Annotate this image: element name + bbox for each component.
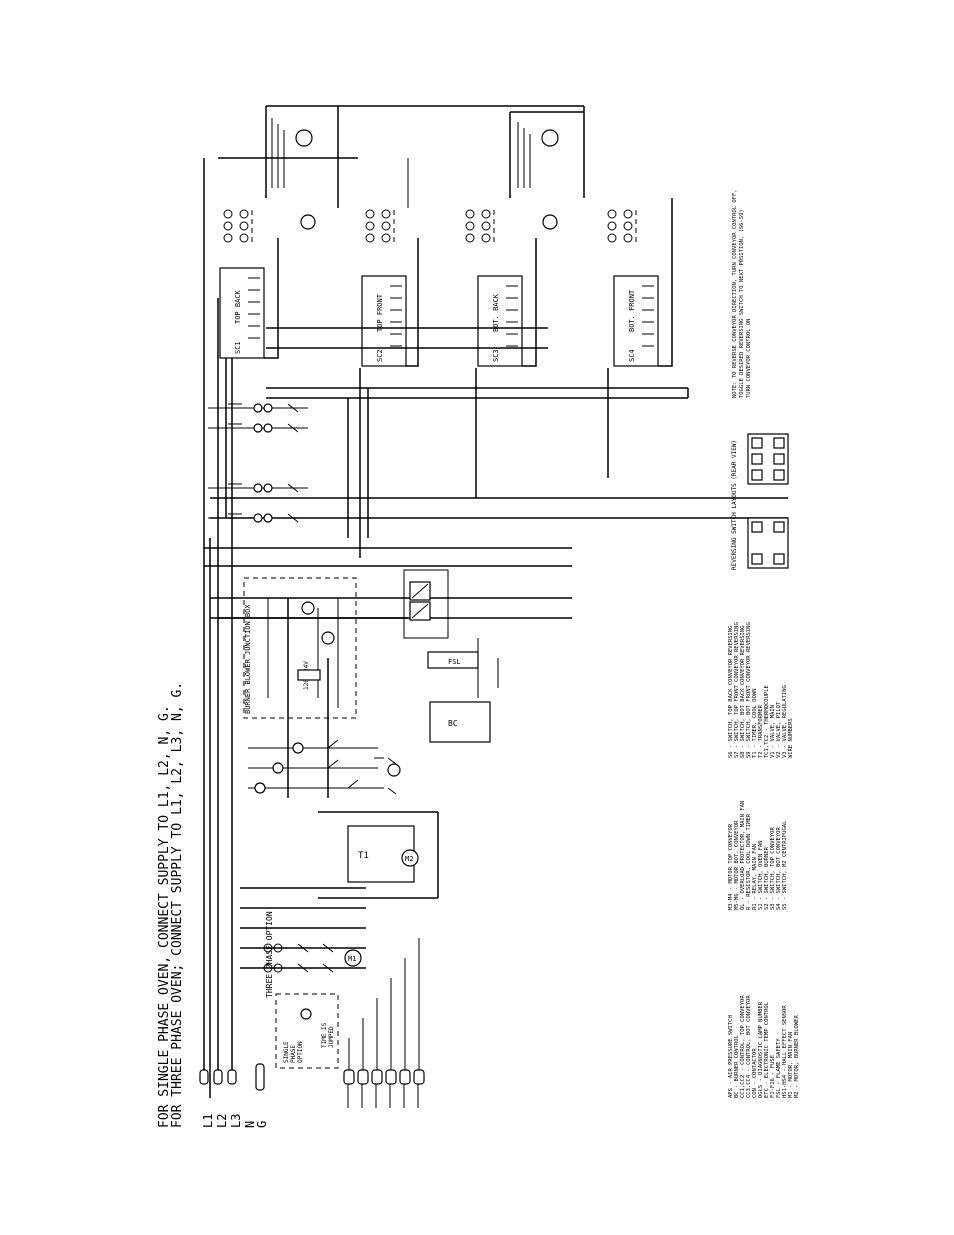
burner-blower-junction-box: BURNER BLOWER JUNCTION BOX 120V/24V	[243, 577, 357, 719]
three-phase-option-label: THREE PHASE OPTION	[265, 911, 274, 998]
sc2-name: TOP FRONT	[376, 293, 384, 332]
svg-text:FSL: FSL	[448, 658, 461, 666]
legend-item: M5-M6 - MOTOR BOT. CONVEYOR	[734, 820, 740, 910]
legend-item: S6 - SWITCH, TOP BACK CONVEYOR REVERSING	[728, 626, 734, 758]
lower-terminal-blocks	[343, 938, 425, 1108]
svg-text:M1: M1	[348, 955, 356, 963]
legend-item: DGLS - DIAGNOSTIC LAMP NUMBER	[758, 1001, 764, 1098]
single-phase-option: SINGLE PHASE OPTION TIME IS JUMPED	[275, 993, 339, 1069]
sc3-name: BOT. BACK	[492, 293, 500, 332]
legend-item: V3 - VALVE, REGULATING	[782, 685, 788, 758]
legend-item: R - RESISTOR, COOL DOWN TIMER	[746, 813, 752, 910]
gas-valves: FSL	[403, 569, 499, 698]
speed-controller-sc1: SC1 TOP BACK	[219, 267, 265, 359]
reversing-note: NOTE: TO REVERSE CONVEYOR DIRECTION, TUR…	[732, 189, 752, 398]
sc3-id: SC3	[492, 349, 500, 362]
sc4-name: BOT. FRONT	[628, 289, 636, 332]
legend-item: CC3,CC4 - CONTROL, BOT CONVEYOR	[746, 995, 752, 1098]
speed-controller-sc4: SC4 BOT. FRONT	[613, 275, 659, 367]
header-line-1: FOR SINGLE PHASE OVEN, CONNECT SUPPLY TO…	[157, 705, 172, 1128]
legend-column-1: APS - AIR PRESSURE SWITCH BC - BURNER CO…	[728, 995, 800, 1098]
single-phase-line-1: SINGLE	[283, 1041, 290, 1063]
legend-item: V2 - VALVE, PILOT	[776, 701, 782, 758]
legend-item: T2 - TRANSFORMER	[758, 704, 764, 758]
controller-feed-wires	[225, 327, 689, 558]
legend-item: CON - CONTACTOR	[752, 1048, 758, 1098]
header: FOR SINGLE PHASE OVEN, CONNECT SUPPLY TO…	[157, 682, 185, 1128]
svg-text:M2: M2	[405, 855, 413, 863]
legend-item: S3 - SWITCH, TOP CONVEYOR	[770, 827, 776, 910]
legend-column-3: S6 - SWITCH, TOP BACK CONVEYOR REVERSING…	[728, 622, 794, 758]
header-line-2: FOR THREE PHASE OVEN; CONNECT SUPPLY TO …	[170, 682, 185, 1128]
sc1-name: TOP BACK	[234, 289, 242, 324]
legend-item: M3-M4 - MOTOR TOP CONVEYOR	[728, 823, 734, 910]
terminal-l1: L1	[201, 1114, 215, 1128]
legend-item: S4 - SWITCH, BOT CONVEYOR	[776, 827, 782, 910]
motor-m5	[541, 129, 559, 147]
legend-item: V1 - VALVE, MAIN	[770, 705, 776, 758]
terminal-l2: L2	[215, 1114, 229, 1128]
legend-item: OL - OVERLOAD PROTECTOR, MAIN FAN	[740, 801, 746, 910]
legend-item: S2 - SWITCH, BURNER	[764, 846, 770, 910]
legend-item: ETC - ELECTRONIC TEMP CONTROL	[764, 1001, 770, 1098]
legend-item: TC1,TC2 - THERMOCOUPLE	[764, 685, 770, 758]
note-line-2: TOGGLE DESIRED REVERSING SWITCH TO NEXT …	[739, 209, 745, 398]
sc1-id: SC1	[234, 341, 242, 354]
switch-layouts-title: REVERSING SWITCH LAYOUTS (REAR VIEW)	[731, 440, 738, 570]
sc2-id: SC2	[376, 349, 384, 362]
legend-item: FSL - FLAME SAFETY	[776, 1038, 782, 1098]
motor-m4	[300, 214, 316, 230]
single-phase-line-4: TIME IS	[321, 1022, 328, 1048]
legend-item: M1 - MOTOR, MAIN FAN	[788, 1032, 794, 1098]
note-line-1: NOTE: TO REVERSE CONVEYOR DIRECTION, TUR…	[732, 189, 738, 398]
legend-item: APS - AIR PRESSURE SWITCH	[728, 1015, 734, 1098]
sc4-id: SC4	[628, 349, 636, 362]
svg-text:BC: BC	[448, 719, 458, 728]
terminal-l3: L3	[229, 1114, 243, 1128]
junction-box-label: BURNER BLOWER JUNCTION BOX	[244, 604, 252, 714]
terminal-n: N	[243, 1121, 257, 1128]
timer-block: T1 M2	[318, 757, 439, 899]
legend-item: BC - BURNER CONTROL	[734, 1034, 740, 1098]
legend-item: R1 - RELAY, MAIN FAN	[752, 844, 758, 910]
supply-terminals: L1 L2 L3 N G	[199, 158, 269, 1128]
legend-column-2: M3-M4 - MOTOR TOP CONVEYOR M5-M6 - MOTOR…	[728, 801, 788, 910]
single-phase-line-3: OPTION	[297, 1041, 304, 1063]
legend-item: S7 - SWITCH, TOP FRONT CONVEYOR REVERSIN…	[734, 622, 740, 758]
legend-item: T1 - TIMER, COOL DOWN	[752, 688, 758, 758]
main-bus-wires	[204, 157, 788, 619]
main-fan-motor-m1	[344, 949, 362, 967]
legend-item: S5 - SWITCH, M2 CENTRIFUGAL	[782, 820, 788, 910]
speed-controllers: SC1 TOP BACK SC2 TOP FRONT SC3 BOT. BACK	[219, 267, 659, 367]
motor-m3	[295, 129, 313, 147]
speed-controller-sc3: SC3 BOT. BACK	[477, 275, 523, 367]
note-line-3: TURN CONVEYOR CONTROL ON	[746, 319, 752, 398]
wiring-diagram-sheet: FOR SINGLE PHASE OVEN, CONNECT SUPPLY TO…	[148, 98, 832, 1132]
legend-item: F1-F16 - FUSE	[770, 1055, 776, 1098]
legend-item: S1 - SWITCH, OVEN FAN	[758, 840, 764, 910]
legend-item: CC1,CC2 - CONTROL, TOP CONVEYOR	[740, 995, 746, 1098]
legend-item: HS1-HS4 - HALL EFFECT SENSOR	[782, 1005, 788, 1098]
reversing-switch-layouts: REVERSING SWITCH LAYOUTS (REAR VIEW)	[731, 433, 789, 570]
three-phase-option: THREE PHASE OPTION M1	[240, 887, 366, 998]
control-wiring: BC	[209, 538, 572, 1098]
terminal-g: G	[255, 1121, 269, 1128]
conveyor-motors	[223, 105, 673, 367]
terminal-connectors	[199, 158, 265, 1091]
single-phase-line-2: PHASE	[290, 1045, 297, 1063]
single-phase-line-5: JUMPED	[328, 1026, 335, 1048]
wiring-diagram: FOR SINGLE PHASE OVEN, CONNECT SUPPLY TO…	[157, 105, 800, 1128]
fuse-switch-column	[208, 403, 308, 523]
speed-controller-sc2: SC2 TOP FRONT	[361, 275, 407, 367]
svg-text:T1: T1	[358, 851, 369, 861]
legend-item: S8 - SWITCH, BOT BACK CONVEYOR REVERSING	[740, 626, 746, 758]
legend-item: WIRE NUMBERS	[788, 718, 794, 758]
legend-item: M2 - MOTOR, BURNER BLOWER	[794, 1015, 800, 1098]
motor-m6	[542, 214, 558, 230]
legend-item: S9 - SWITCH, BOT FRONT CONVEYOR REVERSIN…	[746, 622, 752, 758]
